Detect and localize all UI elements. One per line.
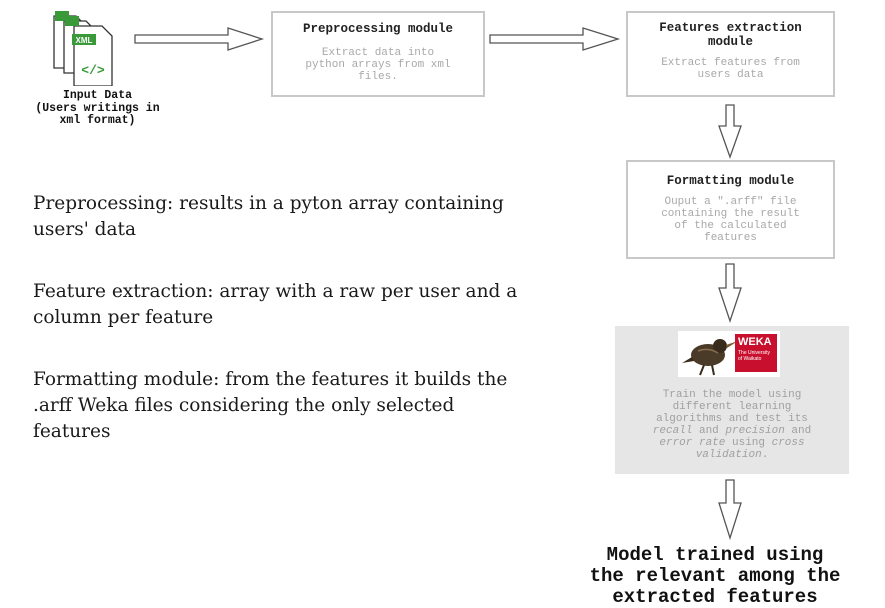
xml-badge-text: XML	[76, 36, 93, 45]
preprocessing-module-box: Preprocessing module Extract data into p…	[271, 11, 485, 97]
preprocessing-title: Preprocessing module	[302, 22, 454, 36]
arrow-features-to-formatting	[718, 104, 742, 159]
preprocessing-desc: Extract data into python arrays from xml…	[305, 47, 451, 83]
xml-files-icon: XML </>	[50, 6, 130, 87]
note-feature-extraction: Feature extraction: array with a raw per…	[33, 281, 518, 328]
arrow-input-to-preprocessing	[134, 27, 265, 51]
input-data-label: Input Data (Users writings in xml format…	[35, 89, 160, 127]
arrow-formatting-to-weka	[718, 263, 742, 324]
formatting-desc: Ouput a ".arff" file containing the resu…	[661, 196, 800, 244]
weka-sub: The University of Waikato	[738, 350, 770, 362]
weka-training-box: WEKA The University of Waikato Train the…	[615, 326, 849, 474]
formatting-title: Formatting module	[666, 174, 795, 188]
features-desc: Extract features from users data	[661, 57, 800, 81]
weka-desc: Train the model using different learning…	[652, 389, 812, 461]
note-formatting-module: Formatting module: from the features it …	[33, 369, 508, 442]
formatting-module-box: Formatting module Ouput a ".arff" file c…	[626, 160, 835, 259]
arrow-weka-to-output	[718, 479, 742, 541]
weka-bird-icon	[682, 339, 738, 376]
features-extraction-module-box: Features extraction module Extract featu…	[626, 11, 835, 97]
note-preprocessing: Preprocessing: results in a pyton array …	[33, 193, 504, 240]
weka-logo: WEKA The University of Waikato	[678, 331, 780, 377]
features-title: Features extraction module	[659, 21, 802, 49]
weka-badge: WEKA The University of Waikato	[735, 334, 777, 372]
model-output-label: Model trained using the relevant among t…	[589, 544, 841, 608]
arrow-preprocessing-to-features	[489, 27, 621, 51]
code-glyph: </>	[81, 63, 105, 78]
weka-word: WEKA	[738, 336, 772, 348]
